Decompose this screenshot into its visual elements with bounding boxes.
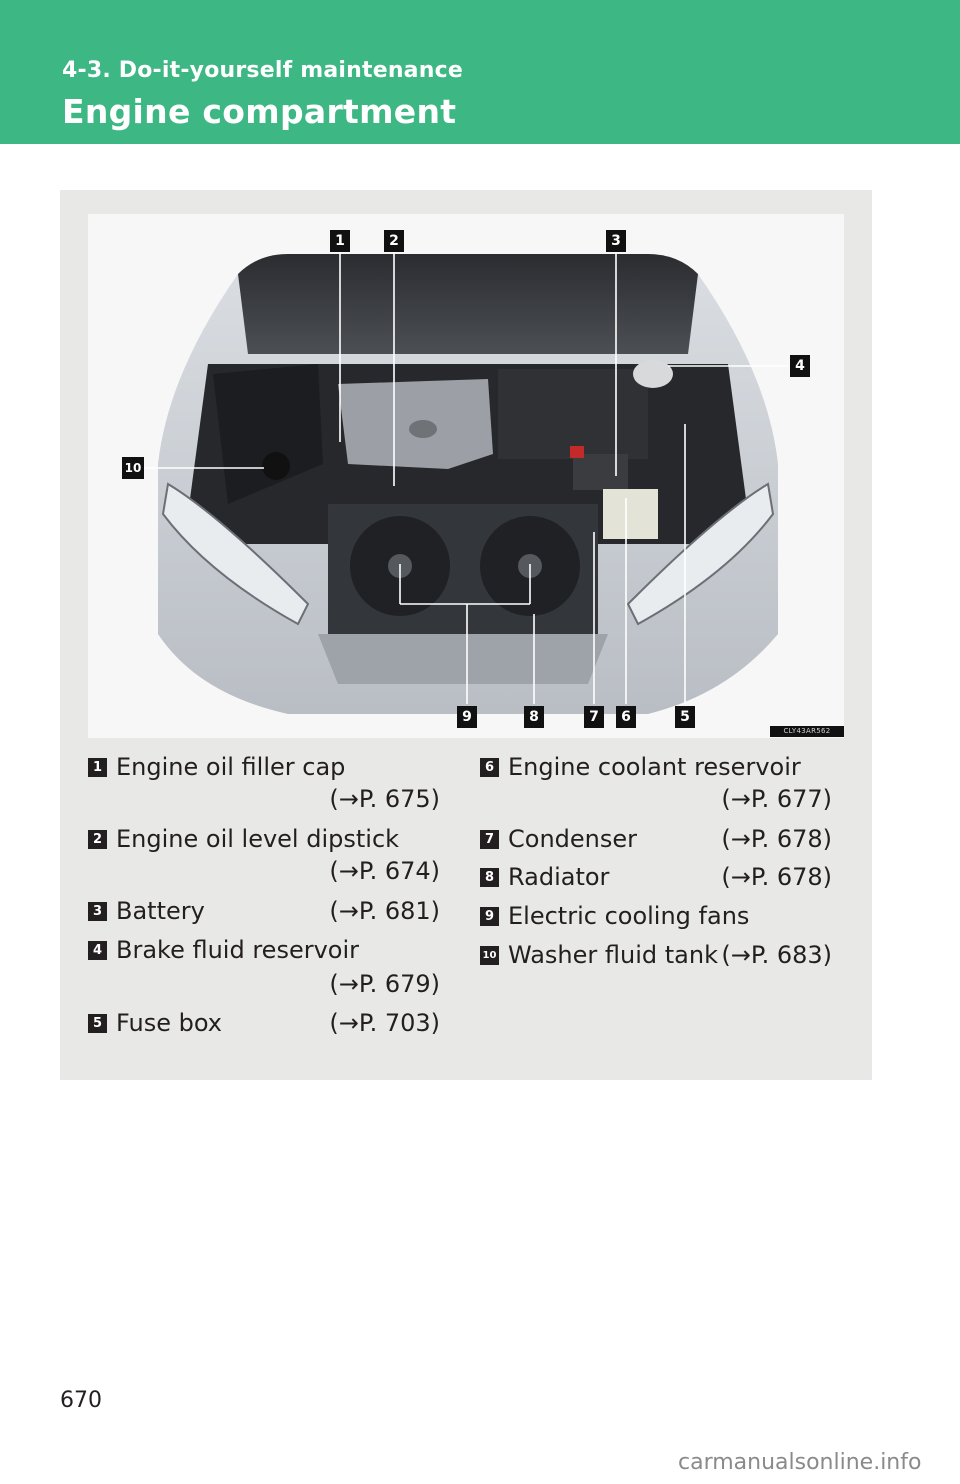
- legend-label: Electric cooling fans: [508, 902, 750, 930]
- callout-8: 8: [524, 706, 544, 728]
- legend-item-6: 6 Engine coolant reservoir (→P. 677): [480, 750, 832, 820]
- callout-10: 10: [122, 457, 144, 479]
- image-code: CLY43AR562: [770, 726, 844, 737]
- page-number: 670: [60, 1388, 102, 1413]
- legend-item-8: 8 Radiator (→P. 678): [480, 860, 832, 896]
- legend-number: 7: [480, 830, 499, 849]
- legend-item-9: 9 Electric cooling fans: [480, 899, 832, 935]
- engine-compartment-illustration: [88, 214, 844, 738]
- callout-5: 5: [675, 706, 695, 728]
- callout-4: 4: [790, 355, 810, 377]
- callout-3: 3: [606, 230, 626, 252]
- page-reference: (→P. 678): [721, 863, 832, 891]
- watermark: carmanualsonline.info: [678, 1450, 922, 1475]
- legend-label: Brake fluid reservoir: [116, 936, 359, 964]
- page-title: Engine compartment: [62, 92, 457, 131]
- legend-label: Condenser: [508, 825, 637, 853]
- legend-item-5: 5 Fuse box (→P. 703): [88, 1006, 440, 1042]
- section-label: 4-3. Do-it-yourself maintenance: [62, 58, 463, 83]
- legend-number: 9: [480, 907, 499, 926]
- legend-number: 5: [88, 1014, 107, 1033]
- legend-number: 2: [88, 830, 107, 849]
- legend-item-7: 7 Condenser (→P. 678): [480, 822, 832, 858]
- page-reference: (→P. 678): [721, 825, 832, 853]
- legend-label: Engine coolant reservoir: [508, 753, 801, 781]
- legend-item-4: 4 Brake fluid reservoir (→P. 679): [88, 933, 440, 1003]
- legend-label: Battery: [116, 897, 205, 925]
- legend-number: 3: [88, 902, 107, 921]
- legend-item-10: 10 Washer fluid tank (→P. 683): [480, 938, 832, 974]
- legend-item-3: 3 Battery (→P. 681): [88, 894, 440, 930]
- legend-label: Washer fluid tank: [508, 941, 718, 969]
- legend-label: Fuse box: [116, 1009, 222, 1037]
- callout-7: 7: [584, 706, 604, 728]
- page-reference: (→P. 674): [329, 857, 440, 885]
- page-reference: (→P. 683): [721, 941, 832, 969]
- callout-1: 1: [330, 230, 350, 252]
- callout-2: 2: [384, 230, 404, 252]
- legend-label: Engine oil filler cap: [116, 753, 346, 781]
- legend-number: 4: [88, 941, 107, 960]
- legend-label: Radiator: [508, 863, 610, 891]
- engine-illustration-svg: [88, 214, 844, 738]
- callout-9: 9: [457, 706, 477, 728]
- legend-item-2: 2 Engine oil level dipstick (→P. 674): [88, 822, 440, 892]
- legend-item-1: 1 Engine oil filler cap (→P. 675): [88, 750, 440, 820]
- page-reference: (→P. 681): [329, 897, 440, 925]
- page-reference: (→P. 677): [721, 785, 832, 813]
- page-reference: (→P. 679): [329, 970, 440, 998]
- section-header: 4-3. Do-it-yourself maintenance Engine c…: [0, 0, 960, 144]
- legend-label: Engine oil level dipstick: [116, 825, 400, 853]
- page-reference: (→P. 703): [329, 1009, 440, 1037]
- callout-6: 6: [616, 706, 636, 728]
- page-reference: (→P. 675): [329, 785, 440, 813]
- legend-number: 8: [480, 868, 499, 887]
- legend-number: 1: [88, 758, 107, 777]
- legend-number: 10: [480, 946, 499, 965]
- legend-number: 6: [480, 758, 499, 777]
